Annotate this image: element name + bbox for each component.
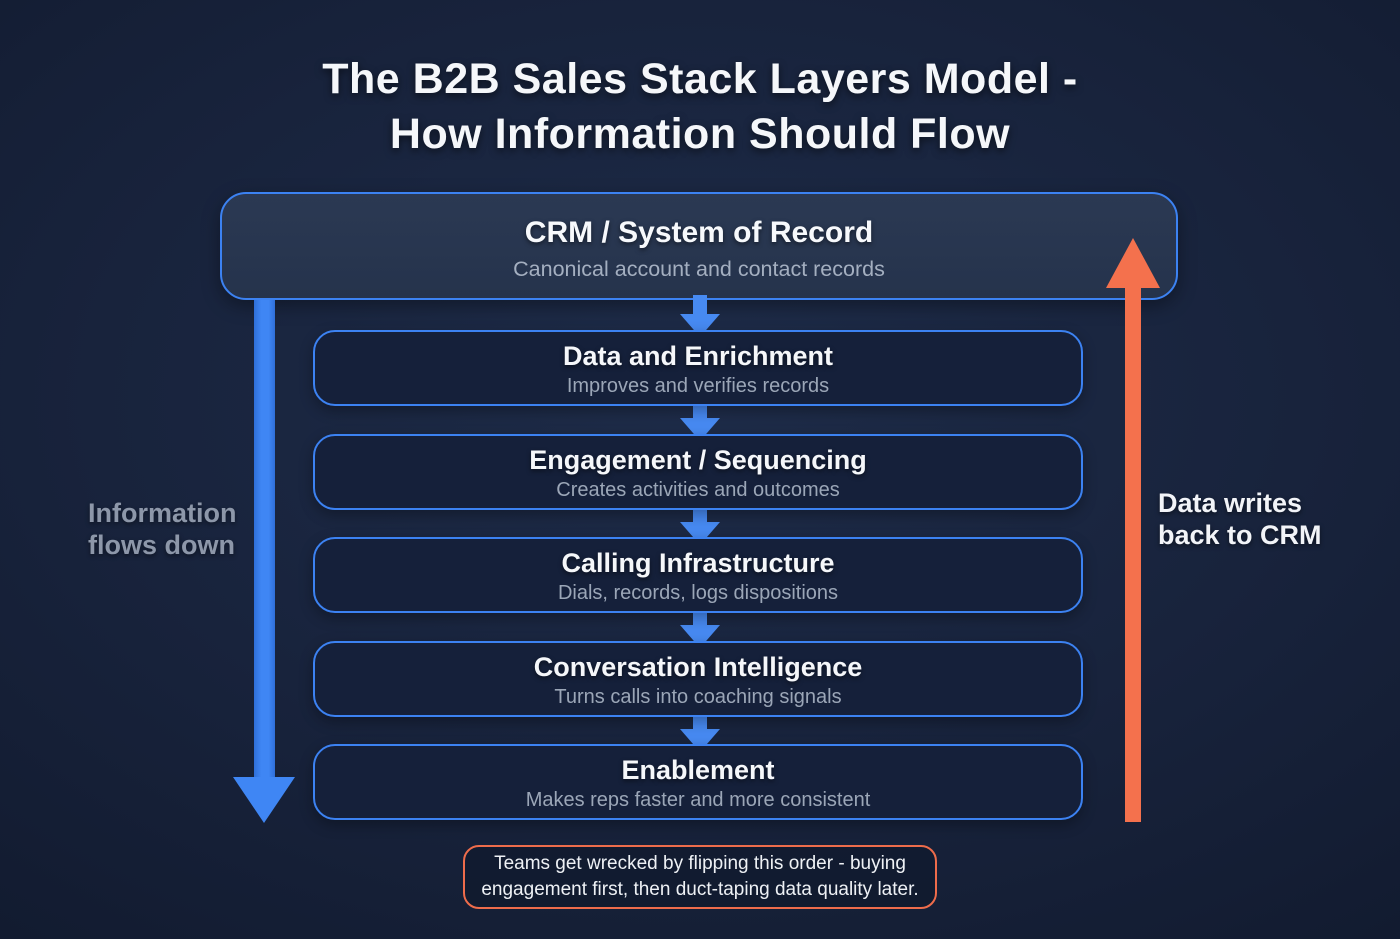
layer-box-calling-infrastructure: Calling Infrastructure Dials, records, l… [313, 537, 1083, 613]
layer-subtitle: Turns calls into coaching signals [554, 686, 842, 708]
layer-box-engagement-sequencing: Engagement / Sequencing Creates activiti… [313, 434, 1083, 510]
layer-subtitle: Makes reps faster and more consistent [525, 789, 871, 811]
right-arrow-label: Data writes back to CRM [1158, 488, 1322, 551]
layer-title: Calling Infrastructure [561, 548, 835, 578]
warning-note-text: Teams get wrecked by flipping this order… [481, 853, 919, 900]
layer-subtitle: Improves and verifies records [566, 375, 830, 397]
layer-box-enablement: Enablement Makes reps faster and more co… [313, 744, 1083, 820]
page-title: The B2B Sales Stack Layers Model - How I… [0, 52, 1400, 161]
crm-box-title: CRM / System of Record [524, 216, 874, 249]
layer-title: Data and Enrichment [562, 341, 834, 371]
layer-title: Engagement / Sequencing [529, 445, 867, 475]
warning-note-box: Teams get wrecked by flipping this order… [463, 845, 937, 909]
data-writes-back-arrowhead-icon [1106, 238, 1160, 288]
left-arrow-label: Information flows down [88, 498, 237, 561]
data-writes-back-arrow-icon [1125, 286, 1141, 822]
layer-subtitle: Creates activities and outcomes [556, 479, 840, 501]
layer-subtitle: Dials, records, logs dispositions [557, 582, 839, 604]
information-flows-down-arrowhead-icon [233, 777, 295, 823]
page-title-line-2: How Information Should Flow [389, 109, 1011, 158]
layer-box-conversation-intelligence: Conversation Intelligence Turns calls in… [313, 641, 1083, 717]
crm-system-of-record-box: CRM / System of Record Canonical account… [220, 192, 1178, 300]
layer-title: Conversation Intelligence [533, 652, 863, 682]
information-flows-down-arrow-icon [254, 300, 275, 777]
page-title-line-1: The B2B Sales Stack Layers Model - [322, 55, 1078, 103]
down-connector-arrow-icon [680, 295, 720, 337]
layer-box-data-and-enrichment: Data and Enrichment Improves and verifie… [313, 330, 1083, 406]
layer-title: Enablement [621, 755, 775, 785]
crm-box-subtitle: Canonical account and contact records [513, 257, 885, 281]
